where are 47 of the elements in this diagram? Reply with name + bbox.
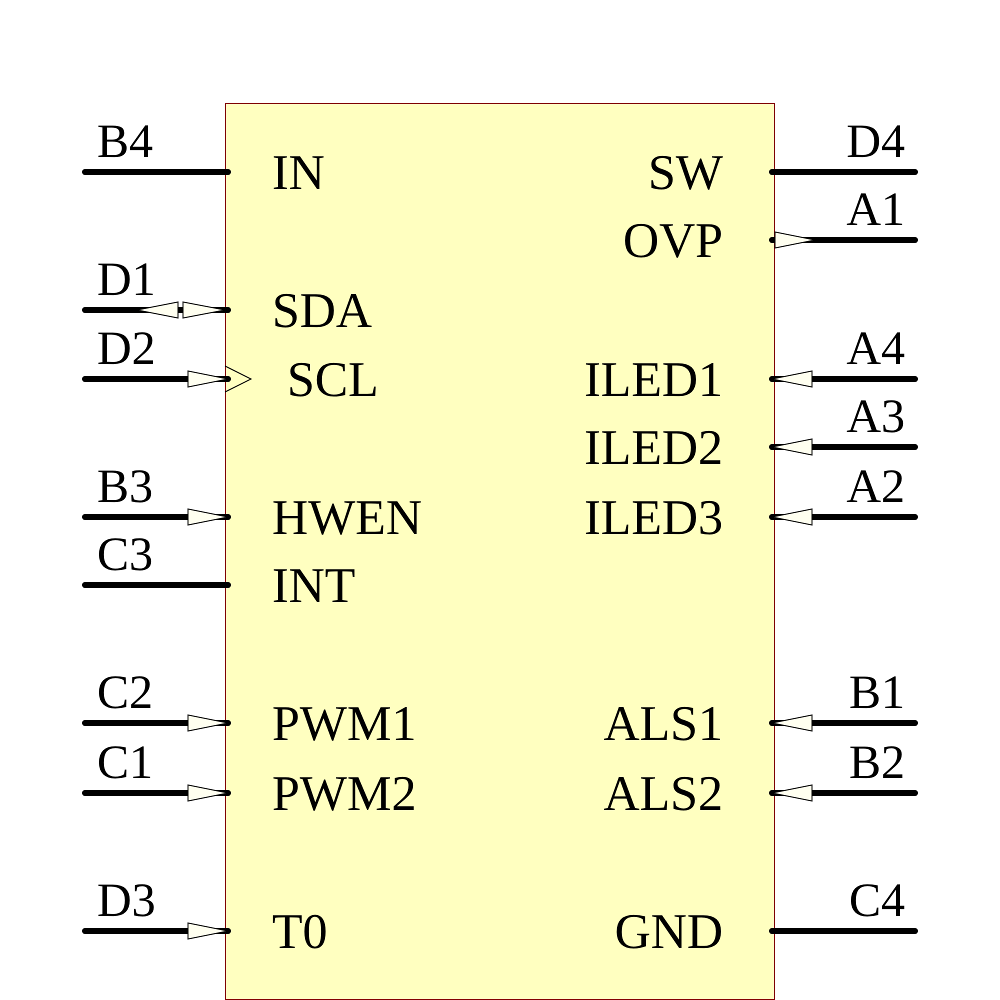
pin-name: OVP (505, 212, 775, 268)
pin-line (82, 714, 231, 732)
pin-name: ALS1 (505, 695, 775, 751)
pin-name: SW (505, 144, 775, 200)
pin-line (82, 508, 231, 526)
pin-number: D4 (846, 118, 905, 166)
pin-line (769, 784, 918, 802)
pin-line (82, 922, 231, 940)
pin-name: T0 (225, 903, 495, 959)
pin-number: A1 (846, 186, 905, 234)
pin-number: B2 (848, 739, 905, 787)
pin-line (82, 370, 231, 388)
pin-name: ILED1 (505, 351, 775, 407)
pin-name: ALS2 (505, 765, 775, 821)
pin-name: GND (505, 903, 775, 959)
pin-line (769, 714, 918, 732)
pin-name: INT (225, 557, 495, 613)
pin-name: ILED3 (505, 489, 775, 545)
pin-number: A4 (846, 325, 905, 373)
pin-number: D2 (97, 325, 156, 373)
pin-line (82, 169, 231, 175)
pin-number: A2 (846, 463, 905, 511)
pin-name: SDA (225, 282, 495, 338)
pin-number: B1 (848, 669, 905, 717)
pin-name: PWM2 (225, 765, 495, 821)
pin-number: A3 (846, 393, 905, 441)
pin-number: C2 (97, 669, 154, 717)
pin-number: D3 (97, 877, 156, 925)
pin-number: B4 (97, 118, 154, 166)
ic-body (225, 103, 775, 1000)
pin-name: HWEN (225, 489, 495, 545)
pin-line (82, 582, 231, 588)
pin-name: IN (225, 144, 495, 200)
pin-name: PWM1 (225, 695, 495, 751)
pin-line (769, 508, 918, 526)
pin-line (769, 370, 918, 388)
pin-line (82, 784, 231, 802)
pin-name: SCL (225, 351, 495, 407)
pin-line (769, 169, 918, 175)
pin-number: B3 (97, 463, 154, 511)
pin-number: C4 (848, 877, 905, 925)
pin-line (769, 438, 918, 456)
pin-number: C3 (97, 531, 154, 579)
pin-name: ILED2 (505, 419, 775, 475)
pin-line (769, 928, 918, 934)
pin-number: C1 (97, 739, 154, 787)
pin-number: D1 (97, 256, 156, 304)
